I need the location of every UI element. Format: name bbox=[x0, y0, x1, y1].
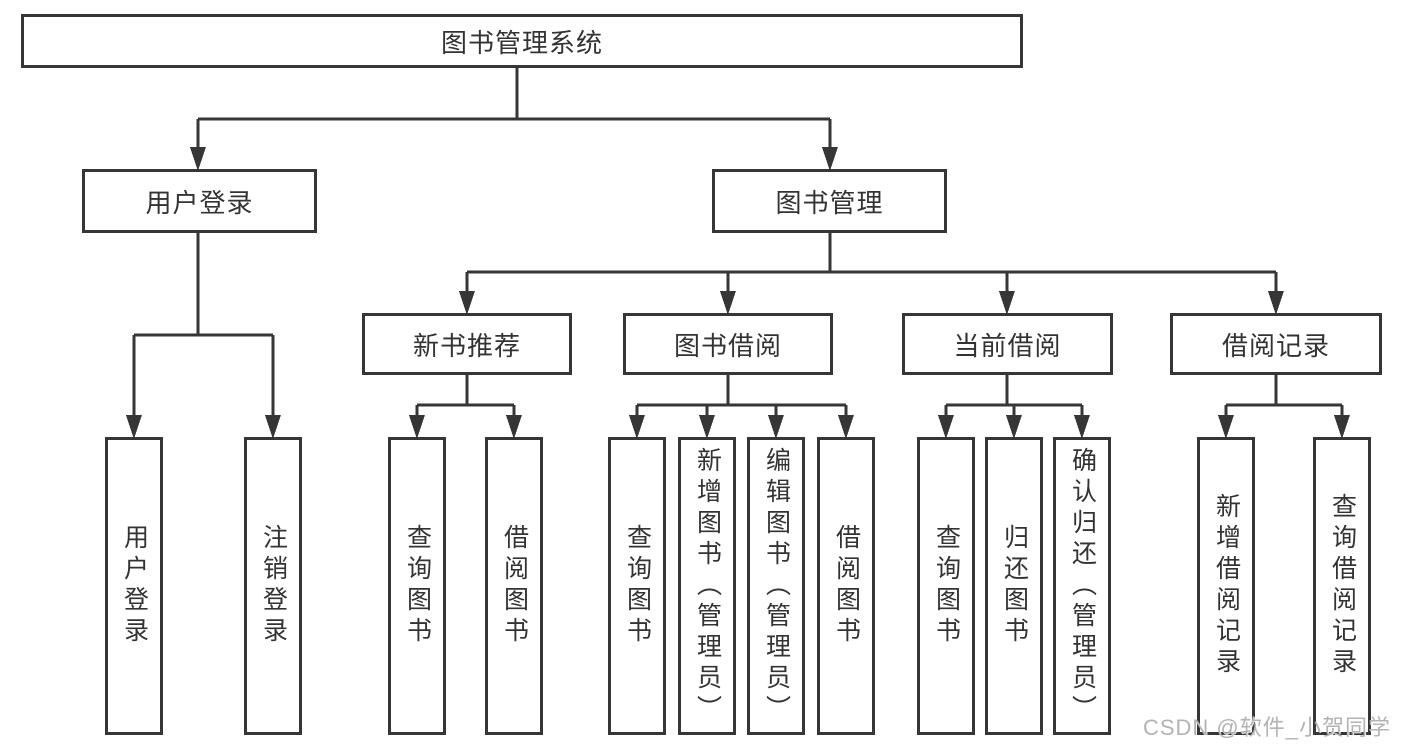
arrowhead-icon bbox=[822, 147, 838, 171]
arrowhead-icon bbox=[699, 415, 715, 439]
node-label: 确认归还（管理员） bbox=[1068, 446, 1097, 726]
node-label: 查询图书 bbox=[932, 524, 961, 648]
leaf-cb-confirm-return-admin: 确认归还（管理员） bbox=[1053, 437, 1111, 735]
node-label: 借阅图书 bbox=[500, 524, 529, 648]
node-label: 用户登录 bbox=[145, 187, 254, 218]
connector-bookborrow-to-children bbox=[635, 375, 848, 418]
node-label: 新增图书（管理员） bbox=[693, 446, 722, 726]
node-label: 注销登录 bbox=[259, 524, 288, 648]
node-root-library-system: 图书管理系统 bbox=[21, 14, 1023, 68]
leaf-bb-borrow-books: 借阅图书 bbox=[817, 437, 875, 735]
arrowhead-icon bbox=[459, 291, 475, 315]
leaf-br-add-borrow-record: 新增借阅记录 bbox=[1197, 437, 1255, 735]
node-label: 当前借阅 bbox=[953, 330, 1062, 361]
arrowhead-icon bbox=[629, 415, 645, 439]
arrowhead-icon bbox=[768, 415, 784, 439]
arrowhead-icon bbox=[1006, 415, 1022, 439]
node-label: 用户登录 bbox=[120, 524, 149, 648]
node-label: 借阅记录 bbox=[1221, 330, 1330, 361]
leaf-nbr-borrow-books: 借阅图书 bbox=[485, 437, 543, 735]
node-label: 图书借阅 bbox=[673, 330, 782, 361]
node-label: 新增借阅记录 bbox=[1212, 493, 1241, 679]
arrowhead-icon bbox=[126, 415, 142, 439]
node-label: 借阅图书 bbox=[832, 524, 861, 648]
node-book-management: 图书管理 bbox=[712, 169, 947, 233]
leaf-bb-edit-books-admin: 编辑图书（管理员） bbox=[747, 437, 805, 735]
leaf-cb-return-books: 归还图书 bbox=[985, 437, 1043, 735]
arrowheads bbox=[126, 147, 1350, 439]
arrowhead-icon bbox=[506, 415, 522, 439]
node-borrowing-records: 借阅记录 bbox=[1170, 313, 1382, 375]
leaf-cb-query-books: 查询图书 bbox=[917, 437, 975, 735]
connector-newbookrec-to-children bbox=[415, 375, 516, 418]
arrowhead-icon bbox=[1074, 415, 1090, 439]
arrowhead-icon bbox=[265, 415, 281, 439]
node-label: 归还图书 bbox=[1000, 524, 1029, 648]
arrowhead-icon bbox=[409, 415, 425, 439]
leaf-nbr-query-books: 查询图书 bbox=[388, 437, 446, 735]
connector-borrowrecords-to-children bbox=[1224, 375, 1344, 418]
node-label: 编辑图书（管理员） bbox=[762, 446, 791, 726]
node-book-borrowing: 图书借阅 bbox=[623, 313, 833, 375]
arrowhead-icon bbox=[1268, 291, 1284, 315]
arrowhead-icon bbox=[720, 291, 736, 315]
arrowhead-icon bbox=[938, 415, 954, 439]
leaf-user-login: 用户登录 bbox=[105, 437, 163, 735]
node-label: 新书推荐 bbox=[412, 330, 521, 361]
connector-bookmgmt-to-level3 bbox=[465, 233, 1278, 294]
node-label: 图书管理 bbox=[775, 187, 884, 218]
arrowhead-icon bbox=[1218, 415, 1234, 439]
node-label: 查询图书 bbox=[623, 524, 652, 648]
arrowhead-icon bbox=[190, 147, 206, 171]
arrowhead-icon bbox=[1334, 415, 1350, 439]
arrowhead-icon bbox=[838, 415, 854, 439]
connector-root-to-level2 bbox=[196, 67, 832, 150]
node-current-borrowing: 当前借阅 bbox=[902, 313, 1113, 375]
node-label: 图书管理系统 bbox=[440, 27, 603, 58]
leaf-br-query-borrow-record: 查询借阅记录 bbox=[1313, 437, 1371, 735]
node-label: 查询借阅记录 bbox=[1328, 493, 1357, 679]
leaf-bb-query-books: 查询图书 bbox=[608, 437, 666, 735]
leaf-logout: 注销登录 bbox=[244, 437, 302, 735]
node-label: 查询图书 bbox=[403, 524, 432, 648]
node-new-book-recommend: 新书推荐 bbox=[362, 313, 572, 375]
connector-userlogin-to-children bbox=[132, 233, 275, 418]
leaf-bb-add-books-admin: 新增图书（管理员） bbox=[678, 437, 736, 735]
node-user-login: 用户登录 bbox=[82, 169, 317, 233]
connector-currentborrow-to-children bbox=[944, 375, 1084, 418]
arrowhead-icon bbox=[999, 291, 1015, 315]
csdn-watermark: CSDN @软件_小贺同学 bbox=[1142, 715, 1391, 740]
